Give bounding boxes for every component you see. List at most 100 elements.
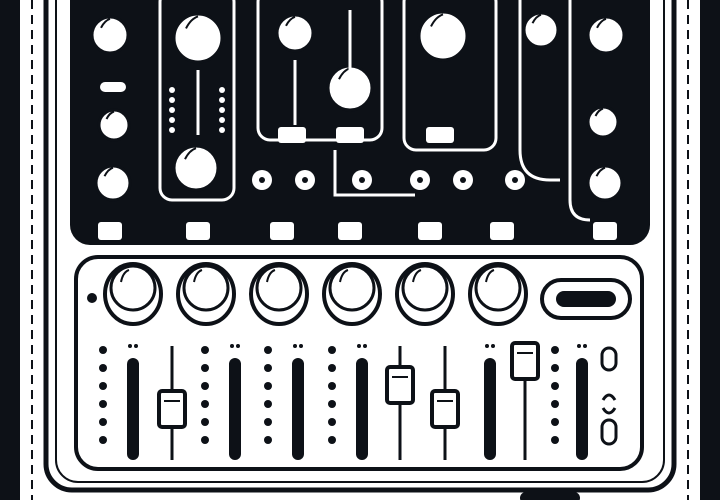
meter-dot — [293, 344, 297, 348]
level-dot — [99, 364, 107, 372]
level-dot — [264, 400, 272, 408]
mixer-knob[interactable] — [109, 264, 157, 312]
mixer-knob[interactable] — [474, 264, 522, 312]
rotary-knob[interactable] — [586, 164, 624, 202]
rotary-knob[interactable] — [97, 108, 131, 142]
indicator-dot — [169, 127, 175, 133]
level-dot — [201, 436, 209, 444]
level-dot — [264, 346, 272, 354]
channel-outline — [256, 0, 384, 142]
level-dot — [99, 382, 107, 390]
outer-frame-right — [700, 0, 720, 500]
knob-highlight — [596, 17, 607, 29]
rotary-knob[interactable] — [586, 105, 620, 139]
small-switch[interactable] — [100, 82, 126, 92]
level-dot — [328, 382, 336, 390]
channel-button[interactable] — [270, 222, 294, 240]
meter-dot — [134, 344, 138, 348]
top-fader-cap[interactable] — [336, 127, 364, 143]
mixer-knob[interactable] — [328, 264, 376, 312]
knob-highlight — [100, 17, 111, 29]
level-dot — [201, 418, 209, 426]
level-meter — [484, 358, 496, 460]
rotary-knob[interactable] — [94, 164, 132, 202]
level-meter — [229, 358, 241, 460]
channel-button[interactable] — [490, 222, 514, 240]
rotary-knob[interactable] — [172, 144, 220, 192]
level-dot — [201, 346, 209, 354]
knob-highlight — [339, 269, 349, 283]
rotary-knob[interactable] — [522, 11, 560, 49]
toggle-top[interactable] — [600, 346, 618, 372]
channel-button[interactable] — [98, 222, 122, 240]
mixer-knob[interactable] — [401, 264, 449, 312]
knob-highlight — [412, 269, 422, 283]
display-button-inner — [556, 291, 616, 307]
knob-highlight — [120, 269, 130, 283]
fader-handle[interactable] — [510, 341, 540, 381]
device-body-inner — [55, 0, 665, 483]
fader-handle[interactable] — [430, 389, 460, 429]
top-controls — [90, 0, 626, 240]
channel-button[interactable] — [593, 222, 617, 240]
level-dot — [551, 436, 559, 444]
signal-path — [333, 0, 591, 222]
knob-highlight — [185, 15, 199, 29]
indicator-led — [87, 293, 97, 303]
level-dot — [328, 400, 336, 408]
level-dot — [551, 382, 559, 390]
rotary-knob[interactable] — [172, 12, 224, 64]
level-dot — [264, 382, 272, 390]
level-dot — [551, 364, 559, 372]
mixer-knob[interactable] — [182, 264, 230, 312]
level-dot — [201, 400, 209, 408]
channel-button[interactable] — [186, 222, 210, 240]
meter-dot — [128, 344, 132, 348]
top-control-panel — [70, 0, 650, 245]
meter-dot — [583, 344, 587, 348]
top-fader-cap[interactable] — [426, 127, 454, 143]
channel-button[interactable] — [338, 222, 362, 240]
indicator-dot — [169, 117, 175, 123]
jack-center — [302, 177, 308, 183]
channel-outline — [402, 0, 498, 152]
level-meter — [576, 358, 588, 460]
jack-center — [417, 177, 423, 183]
level-dot — [328, 346, 336, 354]
level-dot — [328, 436, 336, 444]
level-dot — [551, 346, 559, 354]
jack-center — [259, 177, 265, 183]
toggle-bottom[interactable] — [600, 418, 618, 446]
meter-dot — [230, 344, 234, 348]
rotary-knob[interactable] — [275, 13, 315, 53]
rotary-knob[interactable] — [417, 10, 469, 62]
fader-handle[interactable] — [385, 365, 415, 405]
level-dot — [201, 364, 209, 372]
mixer-knob[interactable] — [255, 264, 303, 312]
knob-highlight — [184, 147, 197, 160]
level-meter — [356, 358, 368, 460]
level-meter — [127, 358, 139, 460]
level-dot — [328, 364, 336, 372]
indicator-dot — [219, 87, 225, 93]
level-dot — [99, 436, 107, 444]
knob-highlight — [193, 269, 203, 283]
rotary-knob[interactable] — [90, 15, 130, 55]
indicator-dot — [219, 117, 225, 123]
knob-highlight — [485, 269, 495, 283]
top-fader-cap[interactable] — [278, 127, 306, 143]
meter-dot — [357, 344, 361, 348]
knob-highlight — [285, 15, 296, 27]
jack-center — [359, 177, 365, 183]
knob-highlight — [595, 166, 606, 177]
meter-dot — [577, 344, 581, 348]
meter-dot — [236, 344, 240, 348]
channel-button[interactable] — [418, 222, 442, 240]
fader-handle[interactable] — [157, 389, 187, 429]
rotary-knob[interactable] — [586, 15, 626, 55]
level-dot — [201, 382, 209, 390]
level-dot — [99, 418, 107, 426]
mixer-controls — [99, 262, 588, 460]
knob-highlight — [103, 166, 114, 177]
knob-highlight — [594, 107, 604, 117]
